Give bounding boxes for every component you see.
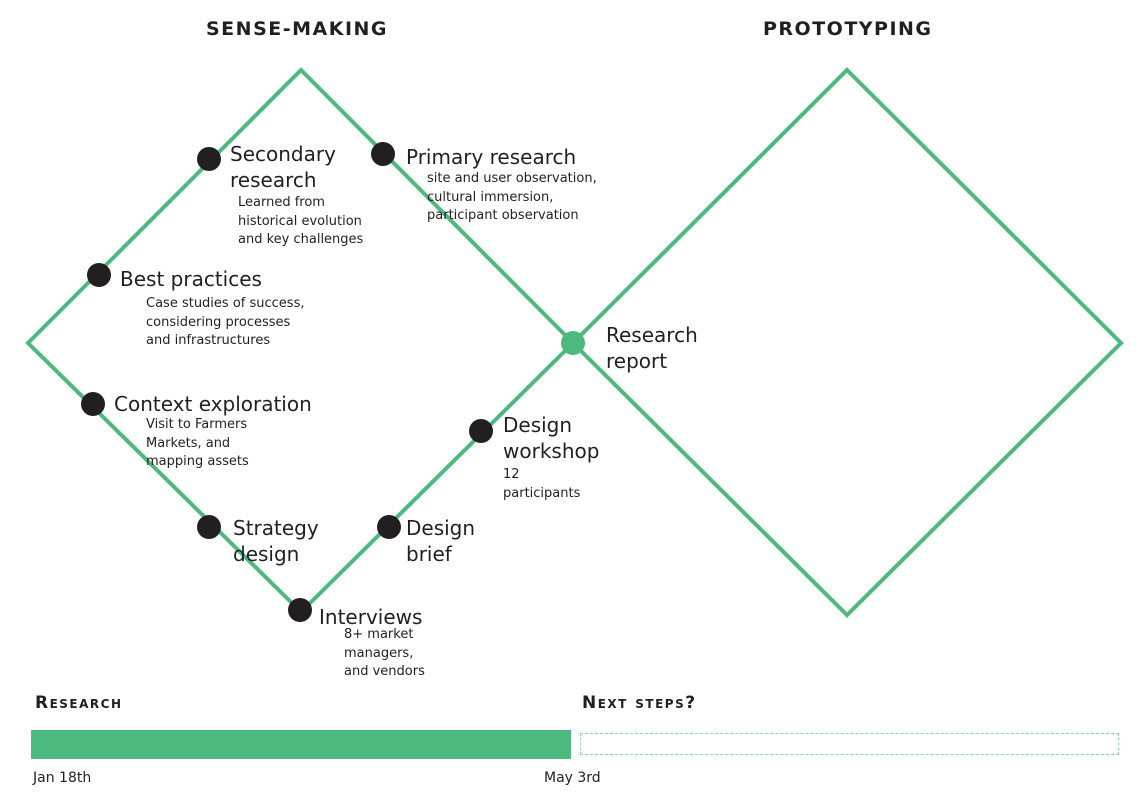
design-workshop-note: 12 participants xyxy=(503,467,581,501)
start-date: Jan 18th xyxy=(33,770,92,786)
strategy-design-title: Strategy design xyxy=(233,516,319,566)
end-date: May 3rd xyxy=(544,770,601,786)
node-design-brief xyxy=(377,515,401,539)
next-steps-label: Next steps? xyxy=(582,693,697,713)
node-research-report xyxy=(561,331,585,355)
node-interviews xyxy=(288,598,312,622)
research-phase-label: Research xyxy=(35,693,123,713)
secondary-research-note: Learned from historical evolution and ke… xyxy=(238,195,364,247)
design-brief-title: Design brief xyxy=(406,516,476,566)
best-practices-title: Best practices xyxy=(120,267,262,291)
secondary-research-title: Secondary research xyxy=(230,142,336,192)
next-steps-placeholder-bar xyxy=(580,733,1119,755)
best-practices-note: Case studies of success, considering pro… xyxy=(146,296,305,348)
design-workshop-title: Design workshop xyxy=(503,413,600,463)
interviews-note: 8+ market managers, and vendors xyxy=(344,627,425,679)
sense-making-title: SENSE-MAKING xyxy=(206,18,389,40)
research-report-title: Research report xyxy=(606,323,698,373)
node-design-workshop xyxy=(469,419,493,443)
context-exploration-note: Visit to Farmers Markets, and mapping as… xyxy=(146,417,249,469)
interviews-title: Interviews xyxy=(319,605,423,629)
node-best-practices xyxy=(87,263,111,287)
context-exploration-title: Context exploration xyxy=(114,392,312,416)
research-progress-bar xyxy=(31,730,571,759)
primary-research-note: site and user observation, cultural imme… xyxy=(427,171,597,223)
node-secondary-research xyxy=(197,147,221,171)
node-primary-research xyxy=(371,142,395,166)
prototyping-title: PROTOTYPING xyxy=(763,18,933,40)
primary-research-title: Primary research xyxy=(406,145,577,169)
prototyping-diamond xyxy=(570,67,1124,618)
node-strategy-design xyxy=(197,515,221,539)
node-context-exploration xyxy=(81,392,105,416)
